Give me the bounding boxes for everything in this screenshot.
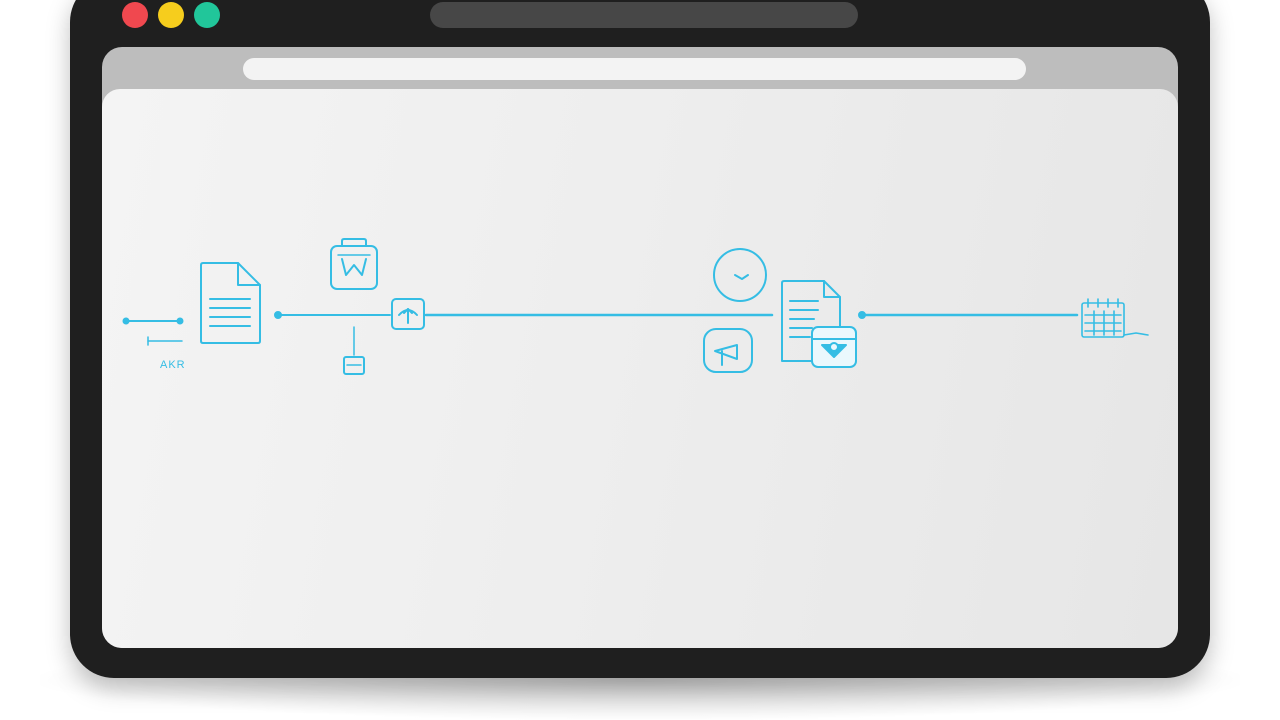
upload-arrow-icon[interactable] — [391, 298, 425, 330]
shopping-bag-icon[interactable] — [330, 238, 378, 290]
window-close-button[interactable] — [122, 2, 148, 28]
approval-badge-icon[interactable] — [811, 326, 857, 368]
calendar-chart-icon[interactable] — [1081, 298, 1149, 338]
document-icon[interactable] — [200, 262, 261, 344]
window-title-bar[interactable] — [430, 2, 858, 28]
chat-bubble-icon[interactable] — [703, 328, 753, 373]
workflow-diagram: AKR — [122, 238, 1149, 375]
page-viewport: AKR — [102, 89, 1178, 648]
clock-icon[interactable] — [713, 248, 767, 302]
small-package-icon[interactable] — [343, 356, 365, 375]
window-minimize-button[interactable] — [158, 2, 184, 28]
address-bar[interactable] — [243, 58, 1026, 80]
window-maximize-button[interactable] — [194, 2, 220, 28]
start-label: AKR — [160, 359, 186, 371]
browser-frame: AKR — [102, 47, 1178, 648]
document-stack-icon[interactable] — [781, 280, 841, 362]
main-connector — [274, 311, 1079, 356]
start-connector — [122, 317, 184, 346]
